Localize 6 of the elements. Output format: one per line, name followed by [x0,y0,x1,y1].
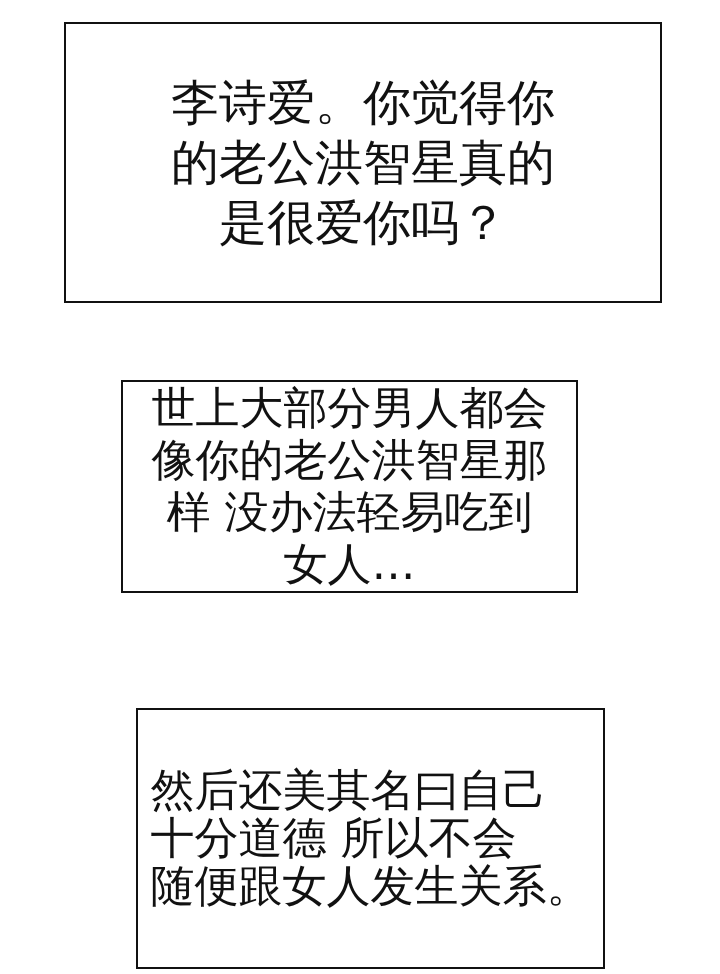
text-box [121,380,578,593]
text-box [136,708,605,969]
caption-text: 世上大部分男人都会像你的老公洪智星那样 没办法轻易吃到女人… [152,382,548,590]
caption-text: 李诗爱。你觉得你的老公洪智星真的是很爱你吗？ [171,74,555,252]
text-box [64,22,662,303]
caption-text: 然后还美其名曰自己十分道德 所以不会随便跟女人发生关系。 [150,766,590,910]
